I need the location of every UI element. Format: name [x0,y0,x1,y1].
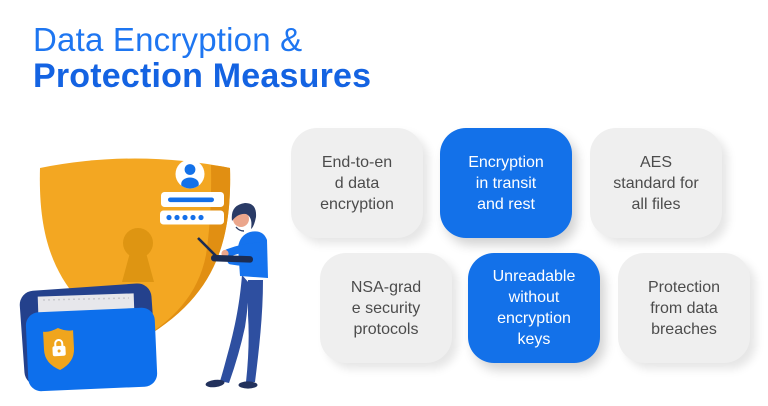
title-line-2: Protection Measures [33,57,372,95]
page-title: Data Encryption & Protection Measures [33,21,371,94]
lock-badge-icon [43,328,74,370]
person-torso [238,231,268,278]
user-avatar-icon [175,159,205,189]
username-field-icon [161,192,224,207]
card-unreadable-without-keys: Unreadable without encryption keys [468,253,600,363]
lock-icon [52,339,66,357]
person-front-leg [220,275,249,383]
card-end-to-end-encryption: End-to-en d data encryption [291,128,423,238]
person-shoe [238,381,258,389]
person-back-leg [246,280,263,382]
person-hair [231,203,257,229]
card-text: End-to-en d data encryption [320,153,394,213]
card-text: Encryption in transit and rest [468,153,544,213]
card-encryption-in-transit: Encryption in transit and rest [440,128,572,238]
card-nsa-grade-protocols: NSA-grad e security protocols [320,253,452,363]
folder-icon [19,283,158,392]
person-illustration [197,203,268,389]
headset-mic [235,226,245,232]
card-text: NSA-grad e security protocols [350,278,422,338]
card-text: Protection from data breaches [647,278,721,338]
laptop-icon [197,237,254,263]
keyhole-icon [122,228,154,282]
password-field-icon [160,210,224,225]
person-shoe [205,379,225,388]
card-text: Unreadable without encryption keys [492,268,576,348]
title-line-1: Data Encryption & [33,21,303,58]
person-arm [224,242,264,257]
card-text: AES standard for all files [613,153,699,213]
security-illustration [19,158,268,392]
card-protection-from-breaches: Protection from data breaches [618,253,750,363]
card-aes-standard: AES standard for all files [590,128,722,238]
